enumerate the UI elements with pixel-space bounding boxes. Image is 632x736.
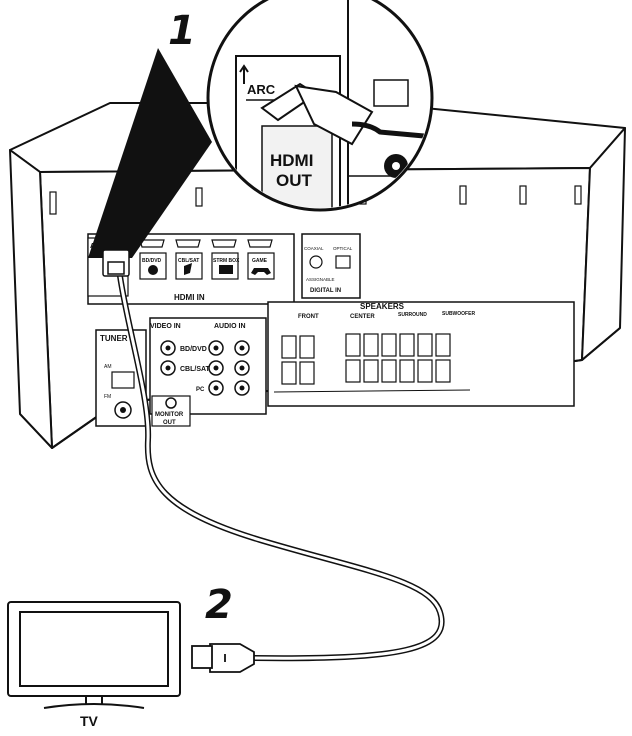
monitor-out-line1: MONITOR <box>155 412 184 418</box>
hdmi-input-4-label: GAME <box>252 258 268 264</box>
speakers-subwoofer-label: SUBWOOFER <box>442 311 475 317</box>
optical-jack-icon <box>335 255 351 269</box>
game-controller-icon <box>251 268 271 275</box>
hdmi-cable <box>117 273 445 662</box>
step-1-number: 1 <box>168 8 196 54</box>
monitor-out-line2: OUT <box>163 420 176 426</box>
zoom-arc-label: ARC <box>247 82 276 97</box>
speakers-panel: SPEAKERS FRONT CENTER SURROUND SUBWOOFER <box>267 301 575 407</box>
hdmi-input-3-label: STRM BOX <box>213 258 240 264</box>
zoom-hdmi-line1: HDMI <box>270 151 313 170</box>
video-in-row1-label: BD/DVD <box>180 346 207 353</box>
optical-label: OPTICAL <box>333 246 353 251</box>
digital-in-title: DIGITAL IN <box>310 288 341 294</box>
audio-in-title: AUDIO IN <box>214 323 246 330</box>
am-antenna-terminal <box>111 371 135 389</box>
speakers-front-label: FRONT <box>298 314 319 320</box>
av-in-panel: VIDEO IN AUDIO IN BD/DVD CBL/SAT PC MONI… <box>149 317 267 427</box>
hdmi-input-1-label: BD/DVD <box>142 258 162 264</box>
assignable-label: ASSIGNABLE <box>306 277 335 282</box>
audio-in-pc-label: PC <box>196 387 205 393</box>
coaxial-jack-icon <box>309 255 323 269</box>
speakers-title: SPEAKERS <box>360 302 405 311</box>
streaming-box-icon <box>219 265 233 274</box>
digital-in-panel: COAXIAL OPTICAL ASSIGNABLE DIGITAL IN <box>301 233 361 299</box>
zoom-hdmi-line2: OUT <box>276 171 313 190</box>
hdmi-in-title: HDMI IN <box>174 293 205 302</box>
zoom-callout: ARC HDMI OUT <box>88 0 434 258</box>
speaker-terminals <box>281 333 451 385</box>
hdmi-input-2-label: CBL/SAT <box>178 258 199 264</box>
tuner-panel: TUNER AM FM <box>95 329 147 427</box>
tuner-am-label: AM <box>104 364 112 370</box>
step-2-number: 2 <box>205 582 233 628</box>
video-in-row2-label: CBL/SAT <box>180 366 211 373</box>
tuner-title: TUNER <box>100 334 128 343</box>
callout-cone <box>88 48 212 258</box>
hdmi-plug-tv <box>191 643 255 673</box>
hdmi-plug-receiver <box>102 249 130 277</box>
monitor-out-jack <box>165 397 177 409</box>
tv-set <box>7 601 181 709</box>
speakers-surround-label: SURROUND <box>398 312 427 318</box>
video-in-title: VIDEO IN <box>150 323 181 330</box>
tv-label: TV <box>80 713 99 729</box>
disc-icon <box>148 265 158 275</box>
coaxial-label: COAXIAL <box>304 246 324 251</box>
hdmi-plug-zoom <box>260 82 425 146</box>
tuner-fm-label: FM <box>104 394 111 400</box>
speakers-center-label: CENTER <box>350 314 375 320</box>
satellite-icon <box>184 263 192 275</box>
